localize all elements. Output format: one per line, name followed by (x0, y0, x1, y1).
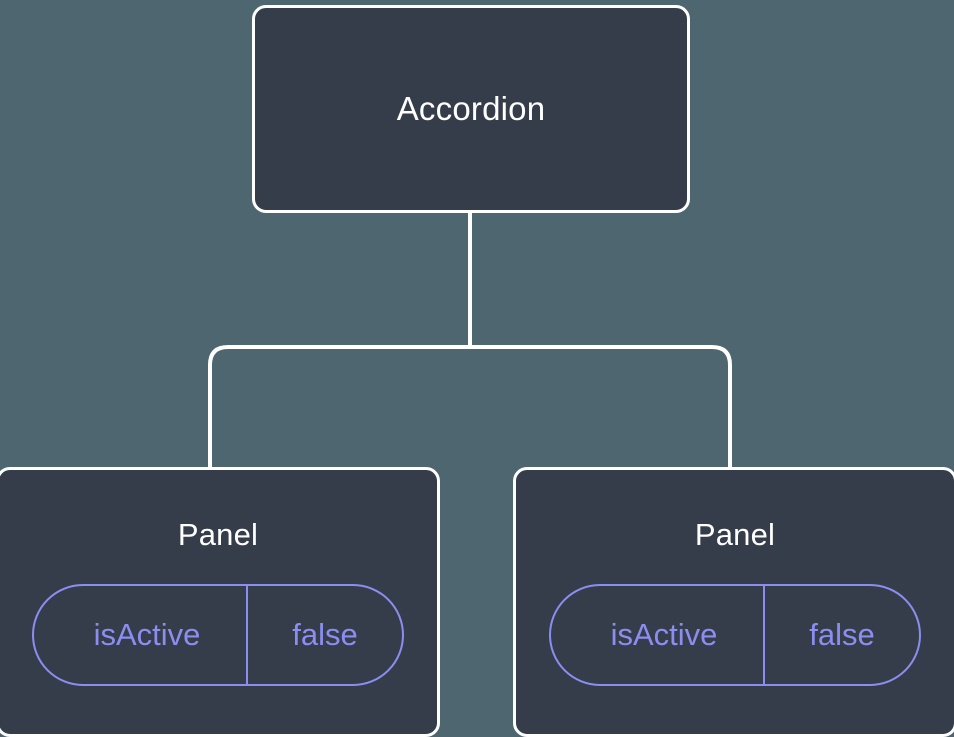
state-value-panel-right: false (763, 586, 919, 685)
node-panel-right[interactable]: Panel isActive false (513, 467, 954, 737)
state-badge-panel-right[interactable]: isActive false (549, 584, 921, 687)
node-accordion[interactable]: Accordion (252, 5, 690, 213)
node-accordion-label: Accordion (396, 89, 546, 127)
edge-accordion-to-panel-right (470, 345, 732, 470)
edge-accordion-to-panel-left (208, 345, 470, 470)
state-value-panel-left: false (246, 586, 402, 685)
node-panel-left-label: Panel (177, 517, 259, 552)
state-key-panel-left: isActive (93, 617, 201, 653)
state-key-panel-right: isActive (610, 617, 718, 653)
node-panel-left[interactable]: Panel isActive false (0, 467, 440, 737)
state-badge-panel-left[interactable]: isActive false (32, 584, 404, 687)
node-panel-right-label: Panel (694, 517, 776, 552)
